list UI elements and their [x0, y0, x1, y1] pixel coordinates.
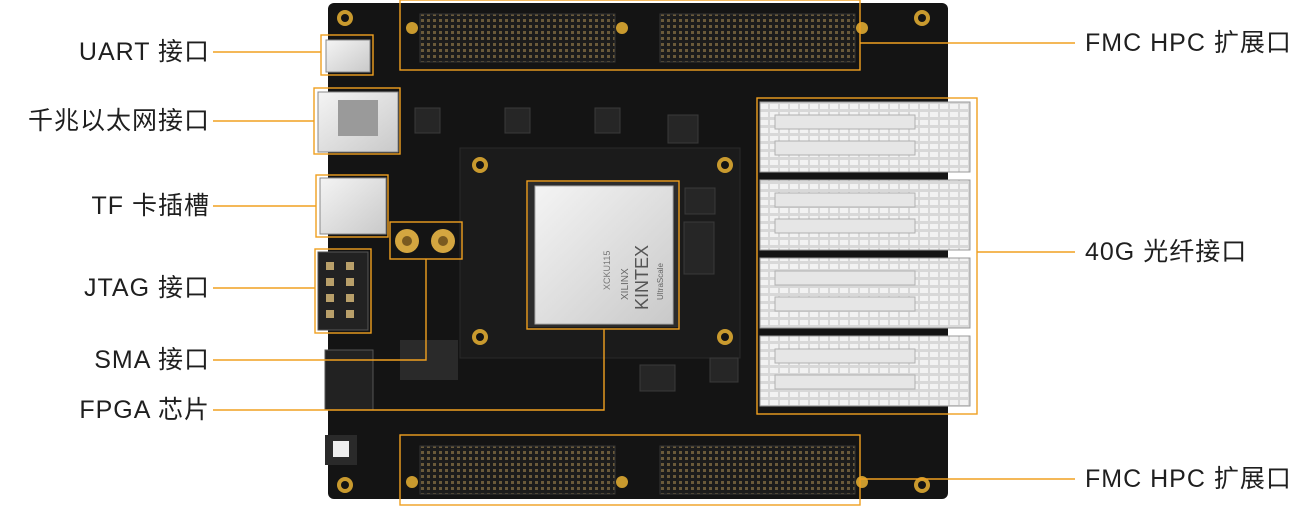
label-tf: TF 卡插槽: [91, 192, 210, 220]
chip-family: KINTEX: [632, 245, 652, 310]
tf-card-slot: [319, 177, 387, 235]
label-qsfp: 40G 光纤接口: [1085, 238, 1248, 266]
label-ethernet: 千兆以太网接口: [27, 107, 210, 135]
fpga-chip: XILINX KINTEX UltraScale XCKU115: [528, 182, 678, 327]
label-fmc-top: FMC HPC 扩展口: [1085, 29, 1292, 57]
qsfp-cages: [759, 101, 971, 407]
label-fmc-bottom: FMC HPC 扩展口: [1085, 465, 1292, 493]
jtag-header: [317, 251, 369, 331]
label-uart: UART 接口: [78, 38, 210, 66]
callout-lines: [213, 0, 1075, 506]
sma-connectors: [395, 229, 455, 253]
label-jtag: JTAG 接口: [84, 274, 210, 302]
chip-series: UltraScale: [656, 263, 665, 300]
uart-connector: [325, 39, 371, 73]
label-fpga: FPGA 芯片: [79, 396, 210, 424]
fmc-connector-bottom: [419, 445, 856, 495]
chip-part: XCKU115: [602, 251, 612, 290]
fmc-connector-top: [419, 13, 856, 63]
label-sma: SMA 接口: [94, 346, 210, 374]
chip-brand: XILINX: [620, 268, 631, 300]
